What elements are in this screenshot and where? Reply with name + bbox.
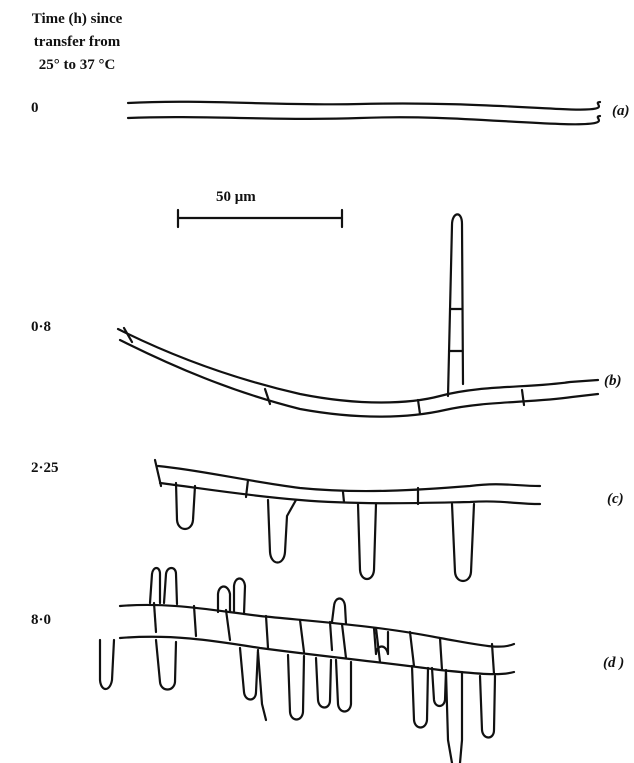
scale-bar	[178, 210, 342, 227]
hypha-a	[128, 102, 600, 125]
hypha-d	[100, 568, 514, 763]
hypha-b	[118, 214, 598, 416]
hypha-c	[155, 460, 540, 581]
